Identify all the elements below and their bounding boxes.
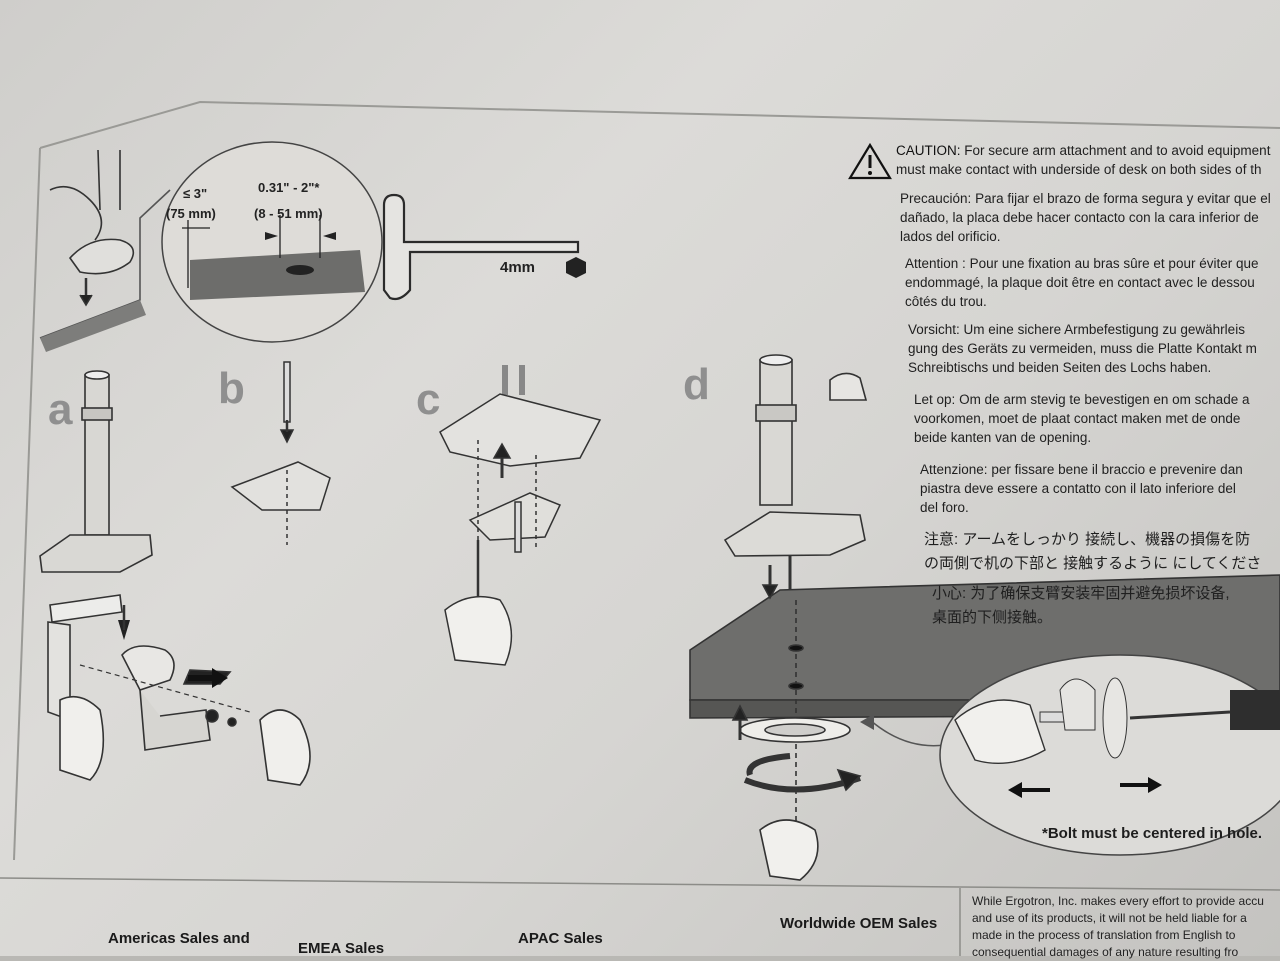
warning-it: Attenzione: per fissare bene il braccio …: [920, 460, 1243, 517]
step-b-label: b: [218, 364, 245, 413]
bolt-centering-callout: [860, 654, 1280, 856]
warning-de-lead: Vorsicht:: [908, 322, 960, 337]
warning-triangle-icon: [848, 142, 892, 180]
step-a-illustration: [39, 370, 311, 786]
warning-en-text: For secure arm attachment and to avoid e…: [964, 143, 1271, 158]
disclaimer: While Ergotron, Inc. makes every effort …: [972, 893, 1280, 961]
warning-en-line2: must make contact with underside of desk…: [896, 162, 1262, 177]
warning-nl-line2: voorkomen, moet de plaat contact maken m…: [914, 411, 1241, 426]
emea-sales-label: EMEA Sales: [298, 940, 385, 957]
warning-es-line2: dañado, la placa debe hacer contacto con…: [900, 210, 1259, 225]
arrow-right-icon: [188, 668, 228, 688]
thickness-label: 0.31" - 2"*: [258, 180, 320, 195]
warning-nl-text: Om de arm stevig te bevestigen en om sch…: [959, 392, 1250, 407]
warning-de-line2: gung des Geräts zu vermeiden, muss die P…: [908, 341, 1257, 356]
desk-mount-thumbnail: [39, 149, 171, 352]
warning-fr-text: Pour une fixation au bras sûre et pour é…: [969, 256, 1259, 271]
warning-nl-lead: Let op:: [914, 392, 956, 407]
warning-ja-text: アームをしっかり 接続し、機器の損傷を防: [962, 531, 1251, 548]
warning-it-lead: Attenzione:: [920, 462, 988, 477]
disclaimer-line-3: made in the process of translation from …: [972, 928, 1236, 942]
warning-it-line2: piastra deve essere a contatto con il la…: [920, 481, 1236, 496]
warning-ja-line2: の両側で机の下部と 接触するように にしてくださ: [924, 555, 1262, 572]
warning-de-text: Um eine sichere Armbefestigung zu gewähr…: [963, 322, 1245, 337]
warning-nl-line3: beide kanten van de opening.: [914, 430, 1092, 445]
warning-nl: Let op: Om de arm stevig te bevestigen e…: [914, 390, 1249, 447]
disclaimer-line-1: While Ergotron, Inc. makes every effort …: [972, 894, 1264, 908]
warning-es-line3: lados del orificio.: [900, 229, 1001, 244]
wrench-size-label: 4mm: [500, 259, 536, 276]
disclaimer-line-4: consequential damages of any nature resu…: [972, 945, 1239, 959]
warning-it-line3: del foro.: [920, 500, 969, 515]
warning-zh: 小心: 为了确保支臂安装牢固并避免损坏设备, 桌面的下侧接触。: [932, 582, 1230, 630]
oem-sales-label: Worldwide OEM Sales: [780, 915, 938, 932]
warning-ja: 注意: アームをしっかり 接続し、機器の損傷を防 の両側で机の下部と 接触するよ…: [924, 528, 1261, 576]
warning-es-text: Para fijar el brazo de forma segura y ev…: [975, 191, 1271, 206]
warning-zh-text: 为了确保支臂安装牢固并避免损坏设备,: [970, 585, 1230, 602]
hex-wrench-icon: [382, 193, 586, 301]
step-c-label: c: [416, 375, 441, 424]
desk-thickness-callout: [161, 141, 383, 343]
bolt-note: *Bolt must be centered in hole.: [1042, 825, 1263, 842]
step-b-illustration: [230, 361, 331, 545]
step-a-label: a: [48, 385, 73, 434]
step-d-label: d: [683, 360, 710, 409]
warning-fr-line3: côtés du trou.: [905, 294, 987, 309]
clearance-mm-label: (75 mm): [166, 206, 216, 221]
warning-zh-lead: 小心:: [932, 585, 967, 602]
warning-de: Vorsicht: Um eine sichere Armbefestigung…: [908, 320, 1257, 377]
apac-sales-label: APAC Sales: [518, 930, 603, 947]
warning-de-line3: Schreibtischs und beiden Seiten des Loch…: [908, 360, 1212, 375]
warning-it-text: per fissare bene il braccio e prevenire …: [991, 462, 1243, 477]
warning-es-lead: Precaución:: [900, 191, 972, 206]
clearance-label: ≤ 3": [183, 186, 208, 201]
warning-en: CAUTION: For secure arm attachment and t…: [896, 141, 1270, 179]
warning-ja-lead: 注意:: [924, 531, 959, 548]
warning-fr-lead: Attention :: [905, 256, 966, 271]
warning-en-lead: CAUTION:: [896, 143, 961, 158]
disclaimer-line-2: and use of its products, it will not be …: [972, 911, 1247, 925]
americas-sales-label: Americas Sales and: [108, 930, 250, 947]
thickness-mm-label: (8 - 51 mm): [254, 206, 323, 221]
warning-zh-line2: 桌面的下侧接触。: [932, 609, 1053, 626]
warning-fr: Attention : Pour une fixation au bras sû…: [905, 254, 1259, 311]
step-c-illustration: [439, 365, 602, 666]
warning-es: Precaución: Para fijar el brazo de forma…: [900, 189, 1271, 246]
warning-fr-line2: endommagé, la plaque doit être en contac…: [905, 275, 1255, 290]
